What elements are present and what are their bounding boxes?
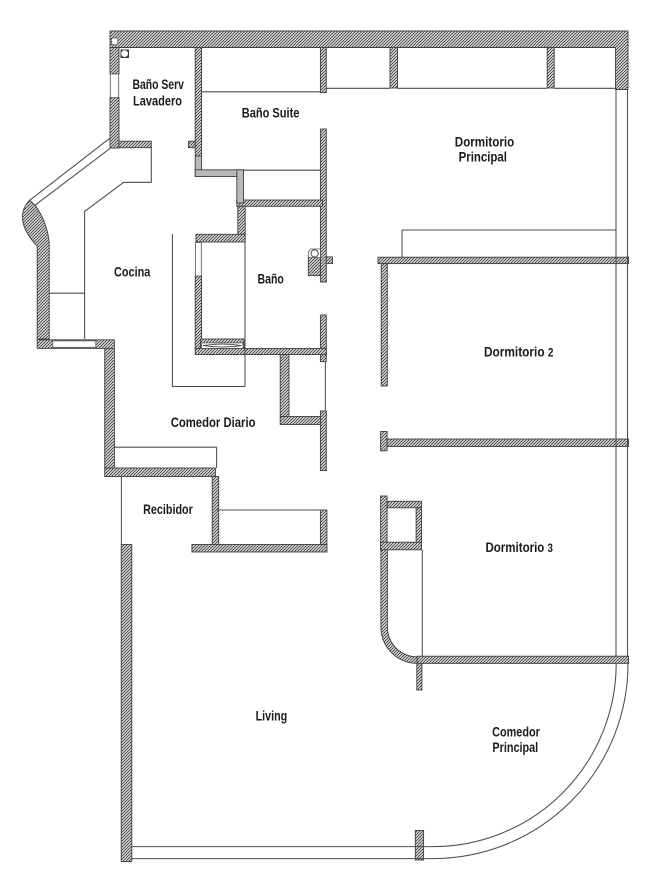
svg-text:Baño: Baño	[258, 271, 284, 287]
svg-text:Dormitorio: Dormitorio	[455, 133, 514, 149]
svg-text:Principal: Principal	[459, 148, 507, 164]
svg-text:Lavadero: Lavadero	[133, 93, 182, 109]
svg-text:Baño Serv: Baño Serv	[132, 76, 184, 92]
svg-text:Living: Living	[256, 707, 288, 723]
svg-text:Comedor Diario: Comedor Diario	[171, 414, 256, 430]
svg-text:Recibidor: Recibidor	[143, 501, 193, 517]
svg-text:Cocina: Cocina	[114, 263, 150, 279]
svg-text:Principal: Principal	[492, 739, 538, 755]
svg-text:Dormitorio 2: Dormitorio 2	[484, 344, 554, 360]
svg-text:Baño Suite: Baño Suite	[242, 105, 300, 121]
svg-text:Comedor: Comedor	[492, 724, 540, 740]
svg-text:Dormitorio 3: Dormitorio 3	[485, 539, 553, 555]
